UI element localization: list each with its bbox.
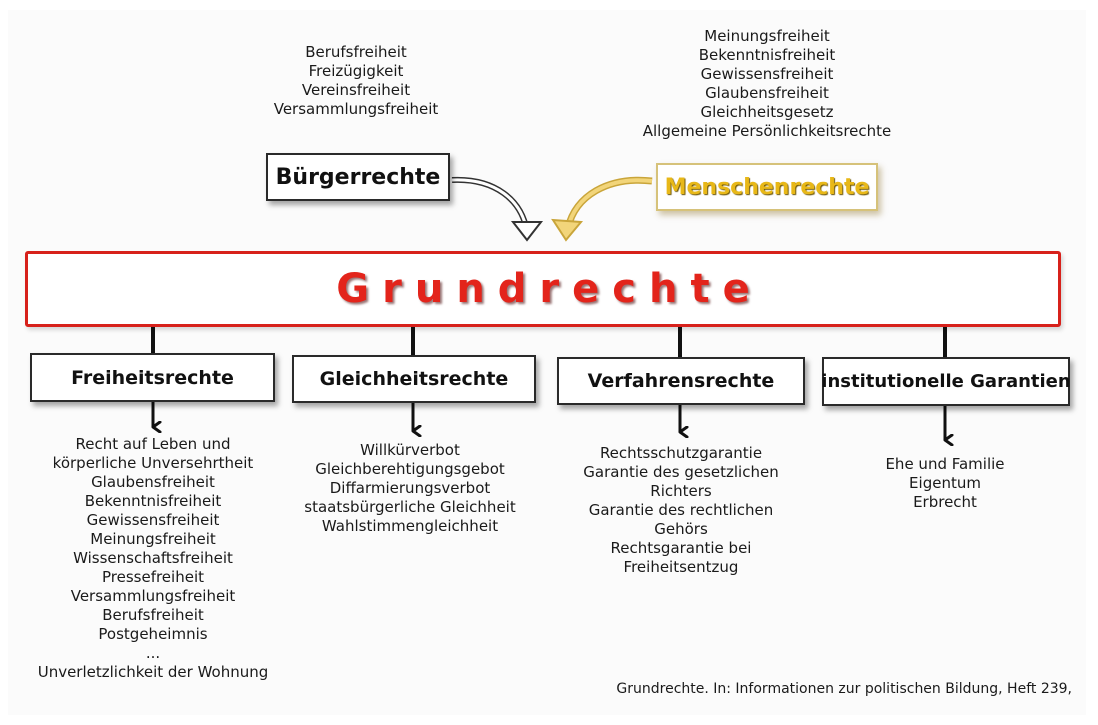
list-item: Gleichheitsgesetz <box>700 103 834 121</box>
list-item: Berufsfreiheit <box>102 606 204 624</box>
list-item: Wissenschaftsfreiheit <box>73 549 233 567</box>
list-item: Diffarmierungsverbot <box>329 479 491 497</box>
gleichheitsrechte-list: Willkürverbot Gleichberehtigungsgebot Di… <box>290 441 530 536</box>
list-item: Wahlstimmengleichheit <box>321 517 499 535</box>
list-item: Freizügigkeit <box>308 62 404 80</box>
list-item: Rechtsschutzgarantie <box>599 444 763 462</box>
menschenrechte-box: Menschenrechte <box>656 163 878 211</box>
list-item: Pressefreiheit <box>101 568 204 586</box>
list-item: Recht auf Leben und <box>75 435 231 453</box>
list-item: Versammlungsfreiheit <box>70 587 236 605</box>
grundrechte-title: Grundrechte <box>336 266 763 312</box>
list-item: Glaubensfreiheit <box>705 84 829 102</box>
institutionelle-garantien-label: institutionelle Garantien <box>821 371 1071 392</box>
list-item: Rechtsgarantie bei <box>610 539 752 557</box>
list-item: Bekenntnisfreiheit <box>698 46 836 64</box>
list-item: Garantie des rechtlichen <box>588 501 774 519</box>
verfahrensrechte-label: Verfahrensrechte <box>587 370 775 392</box>
buergerrechte-box: Bürgerrechte <box>266 153 450 201</box>
list-item: Garantie des gesetzlichen <box>583 463 779 481</box>
list-item: Meinungsfreiheit <box>90 530 216 548</box>
menschenrechte-list: Meinungsfreiheit Bekenntnisfreiheit Gewi… <box>612 27 922 141</box>
list-item: Richters <box>650 482 712 500</box>
list-item: Eigentum <box>909 474 981 492</box>
grundrechte-box: Grundrechte <box>25 251 1061 327</box>
list-item: Gewissensfreiheit <box>700 65 834 83</box>
institutionelle-garantien-list: Ehe und Familie Eigentum Erbrecht <box>850 455 1040 512</box>
gleichheitsrechte-label: Gleichheitsrechte <box>319 368 509 390</box>
list-item: Postgeheimnis <box>98 625 208 643</box>
list-item: Vereinsfreiheit <box>301 81 411 99</box>
verfahrensrechte-box: Verfahrensrechte <box>557 357 805 405</box>
list-item: Gleichberehtigungsgebot <box>315 460 505 478</box>
list-item: Bekenntnisfreiheit <box>84 492 222 510</box>
menschenrechte-label: Menschenrechte <box>664 174 870 200</box>
list-item: Berufsfreiheit <box>305 43 407 61</box>
list-item: Erbrecht <box>913 493 977 511</box>
list-item: Allgemeine Persönlichkeitsrechte <box>642 122 892 140</box>
buergerrechte-label: Bürgerrechte <box>275 164 441 190</box>
list-item: Meinungsfreiheit <box>704 27 830 45</box>
institutionelle-garantien-box: institutionelle Garantien <box>821 357 1071 406</box>
list-item: Gewissensfreiheit <box>86 511 220 529</box>
list-item: Glaubensfreiheit <box>91 473 215 491</box>
list-item: Freiheitsentzug <box>623 558 739 576</box>
list-item: Versammlungsfreiheit <box>273 100 439 118</box>
list-item: körperliche Unversehrtheit <box>52 454 254 472</box>
verfahrensrechte-list: Rechtsschutzgarantie Garantie des gesetz… <box>565 444 797 577</box>
gleichheitsrechte-box: Gleichheitsrechte <box>292 355 536 403</box>
freiheitsrechte-list: Recht auf Leben und körperliche Unverseh… <box>28 435 278 682</box>
buergerrechte-list: Berufsfreiheit Freizügigkeit Vereinsfrei… <box>258 43 454 119</box>
list-item: ... <box>145 644 161 662</box>
list-item: Willkürverbot <box>360 441 460 459</box>
freiheitsrechte-box: Freiheitsrechte <box>30 353 275 402</box>
freiheitsrechte-label: Freiheitsrechte <box>71 366 234 389</box>
list-item: Gehörs <box>654 520 708 538</box>
list-item: Unverletzlichkeit der Wohnung <box>37 663 269 681</box>
list-item: staatsbürgerliche Gleichheit <box>304 498 516 516</box>
source-caption: Grundrechte. In: Informationen zur polit… <box>616 681 1072 697</box>
list-item: Ehe und Familie <box>885 455 1005 473</box>
